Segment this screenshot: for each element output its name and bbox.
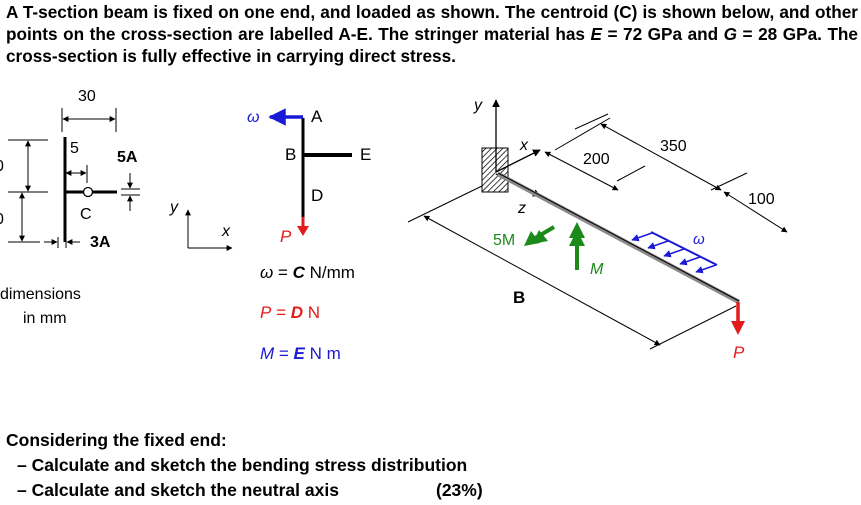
intro-E-value: = 72 GPa and	[601, 24, 724, 44]
beam-sketch: y x z 200 350 100 ω 5M	[407, 97, 788, 362]
cross-section-sketch: 30 5 C 5A 3A 0 0	[0, 88, 233, 327]
beam-length-label: B	[513, 288, 525, 307]
omega-symbol: ω	[247, 109, 259, 126]
section-axis-x-label: x	[221, 223, 231, 240]
problem-statement: A T-section beam is fixed on one end, an…	[6, 1, 858, 67]
units-line-2: in mm	[23, 310, 67, 327]
beam-axis-y-label: y	[473, 97, 483, 114]
beam-length-arrow	[423, 215, 661, 346]
beam-length-ext-end	[649, 305, 737, 350]
distributed-load-top	[650, 231, 718, 266]
point-A-label: A	[311, 107, 323, 126]
omega-definition: ω = C N/mm	[260, 263, 355, 282]
dim-30-label: 30	[78, 88, 96, 105]
intro-line-1: A T-section beam is fixed on one end, an…	[6, 2, 717, 22]
beam-axis-x-label: x	[519, 137, 529, 154]
left-dim-bottom-label: 0	[0, 211, 4, 228]
dim-350-arrow	[600, 123, 722, 191]
dim-5-label: 5	[70, 140, 79, 157]
point-E-label: E	[360, 145, 371, 164]
left-dim-top-label: 0	[0, 158, 4, 175]
dim-350-label: 350	[660, 138, 687, 155]
load-definitions: ω = C N/mm P = D N M = E N m	[260, 263, 355, 363]
dim-200-label: 200	[583, 151, 610, 168]
intro-line-2: below, and other points on the cross-sec…	[6, 2, 858, 44]
question-marks: (23%)	[436, 480, 483, 500]
beam-length-ext-start	[407, 185, 483, 223]
units-line-1: dimensions	[0, 286, 81, 303]
p-load-arrowhead	[297, 226, 309, 236]
centroid-label: C	[80, 206, 92, 223]
dim-100-label: 100	[748, 191, 775, 208]
beam-axis-x	[495, 149, 541, 173]
points-sketch: ω A B E D P	[247, 107, 371, 246]
distributed-load-arrow-5	[695, 264, 717, 274]
dim-200-ext-start	[554, 117, 611, 151]
dim-3A-label: 3A	[90, 234, 111, 251]
p-definition: P = D N	[260, 303, 320, 322]
question-heading: Considering the fixed end:	[6, 430, 227, 450]
section-axis-y-label: y	[169, 199, 179, 216]
beam-axis-z-label: z	[517, 200, 526, 217]
point-D-label: D	[311, 186, 323, 205]
p-symbol: P	[280, 227, 292, 246]
tip-load-arrowhead	[731, 321, 745, 335]
point-B-label: B	[285, 145, 296, 164]
question-bullet-2: – Calculate and sketch the neutral axis	[17, 480, 339, 500]
tip-load-label: P	[733, 343, 745, 362]
dim-100-arrow	[723, 191, 788, 233]
beam-omega-label: ω	[693, 231, 705, 248]
dim-200-ext-end	[616, 165, 646, 182]
distributed-load-arrow-3	[663, 248, 685, 258]
dim-5A-label: 5A	[117, 149, 138, 166]
m-definition: M = E N m	[260, 344, 341, 363]
question-bullet-1: – Calculate and sketch the bending stres…	[17, 455, 468, 475]
distributed-load-arrow-2	[647, 240, 669, 250]
distributed-load-arrow-4	[679, 256, 701, 266]
intro-E-symbol: E	[590, 24, 602, 44]
intro-G-symbol: G	[723, 24, 738, 44]
dim-350-ext-start	[574, 113, 609, 130]
moment-M-label: M	[590, 261, 604, 278]
moment-5M-label: 5M	[493, 232, 515, 249]
distributed-load-arrow-1	[631, 232, 653, 242]
intro-G-value: = 28 GPa. The cross-section is fully eff…	[6, 24, 858, 66]
fixed-support	[481, 147, 509, 193]
centroid-marker	[82, 186, 94, 198]
